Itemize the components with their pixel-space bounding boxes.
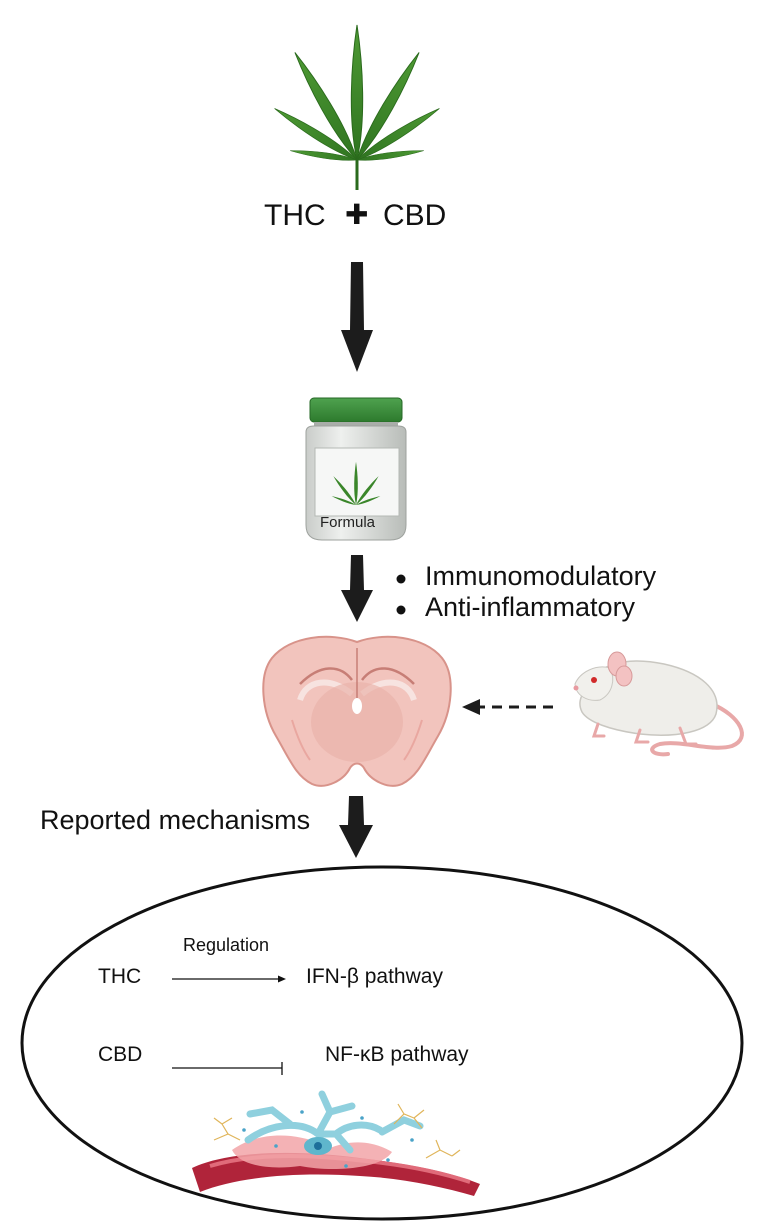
thc-pathway-compound: THC bbox=[98, 965, 142, 988]
activation-arrow bbox=[172, 975, 286, 983]
plus-icon: ✚ bbox=[345, 198, 369, 231]
bullet-2 bbox=[396, 605, 406, 615]
cannabis-leaf-icon bbox=[272, 24, 442, 190]
flow-arrow-1 bbox=[341, 262, 373, 372]
flow-arrow-2 bbox=[341, 555, 373, 622]
regulation-label: Regulation bbox=[183, 935, 270, 955]
effect-anti-inflammatory: Anti-inflammatory bbox=[425, 592, 636, 622]
pill-bottle-icon bbox=[305, 397, 407, 541]
brain-section-icon bbox=[262, 635, 452, 787]
cbd-label-top: CBD bbox=[383, 199, 447, 232]
flow-arrow-3 bbox=[339, 796, 373, 858]
mouse-icon bbox=[573, 651, 744, 757]
inhibition-line bbox=[172, 1062, 283, 1075]
blood-vessel-neuron-icon bbox=[192, 1090, 480, 1196]
bullet-1 bbox=[396, 574, 406, 584]
nf-kb-pathway-label: NF-κB pathway bbox=[325, 1043, 469, 1066]
ifn-beta-pathway-label: IFN-β pathway bbox=[306, 965, 443, 988]
cbd-pathway-compound: CBD bbox=[98, 1043, 143, 1066]
thc-label-top: THC bbox=[264, 199, 326, 232]
mechanisms-heading: Reported mechanisms bbox=[40, 805, 311, 835]
effect-immunomodulatory: Immunomodulatory bbox=[425, 561, 657, 591]
mechanism-ellipse bbox=[20, 865, 744, 1221]
bottle-label: Formula bbox=[320, 514, 376, 531]
dashed-arrow bbox=[462, 699, 553, 715]
